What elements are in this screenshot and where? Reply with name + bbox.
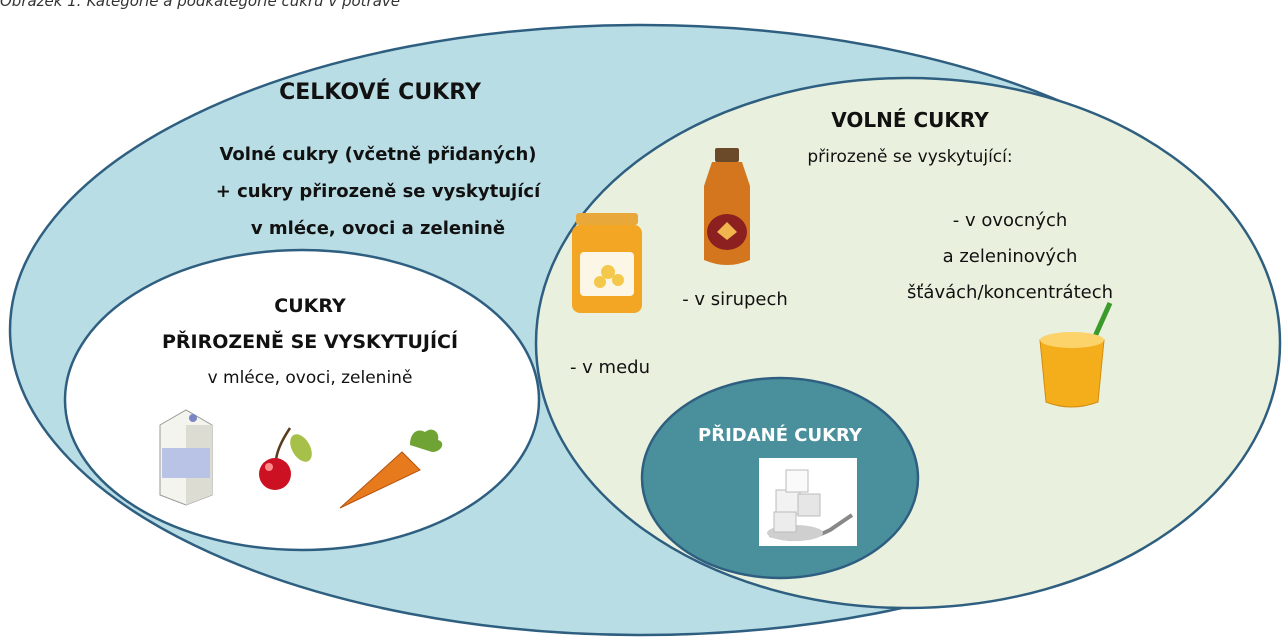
natural-sugars-title: CUKRY PŘIROZENĚ SE VYSKYTUJÍCÍ	[160, 288, 460, 360]
free-sugars-title: VOLNÉ CUKRY	[780, 108, 1040, 132]
total-desc-line-2: + cukry přirozeně se vyskytující	[178, 173, 578, 210]
honey-jar-icon	[572, 213, 642, 313]
syrup-label: - v sirupech	[655, 289, 815, 310]
total-desc-line-3: v mléce, ovoci a zelenině	[178, 210, 578, 247]
total-desc-line-1: Volné cukry (včetně přidaných)	[178, 136, 578, 173]
milk-carton-icon	[160, 410, 212, 505]
added-sugars-title: PŘIDANÉ CUKRY	[660, 425, 900, 446]
juice-line-1: - v ovocných	[880, 203, 1140, 239]
natural-sugars-subtitle: v mléce, ovoci, zelenině	[170, 368, 450, 388]
natural-title-line-2: PŘIROZENĚ SE VYSKYTUJÍCÍ	[160, 324, 460, 360]
honey-label: - v medu	[545, 357, 675, 378]
natural-title-line-1: CUKRY	[160, 288, 460, 324]
juice-line-2: a zeleninových	[880, 239, 1140, 275]
sugar-cubes-spoon-icon	[759, 458, 857, 546]
free-sugars-subtitle: přirozeně se vyskytující:	[740, 147, 1080, 167]
total-sugars-description: Volné cukry (včetně přidaných) + cukry p…	[178, 136, 578, 247]
free-sugars-juice-text: - v ovocných a zeleninových šťávách/konc…	[880, 203, 1140, 311]
total-sugars-title: CELKOVÉ CUKRY	[230, 80, 530, 105]
juice-line-3: šťávách/koncentrátech	[880, 275, 1140, 311]
